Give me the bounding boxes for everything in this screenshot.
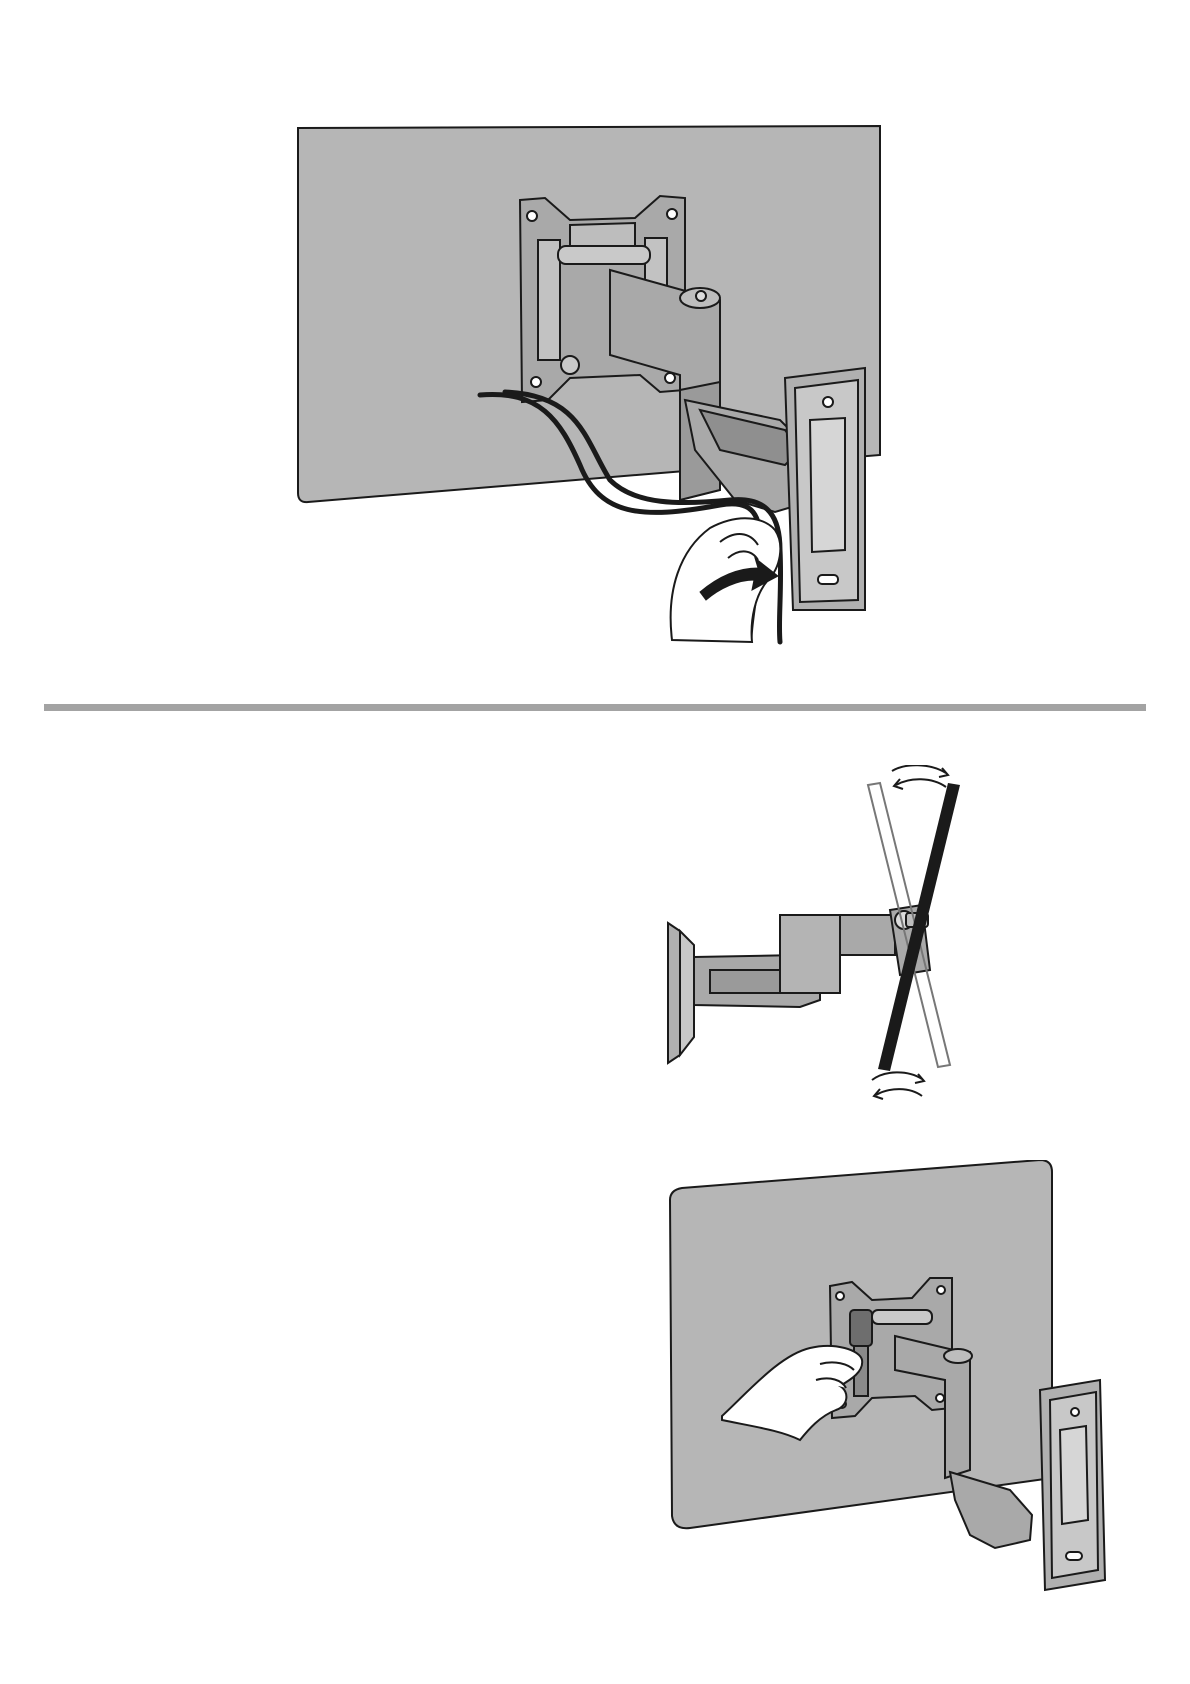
wall-plate: [785, 368, 865, 610]
cable-routing-figure: [280, 120, 940, 700]
section-divider: [44, 704, 1146, 711]
rotation-arrow-top: [892, 765, 948, 789]
wall-plate: [668, 923, 694, 1063]
tilt-knob-illustration: [650, 1160, 1130, 1640]
cable-routing-illustration: [280, 120, 940, 700]
articulating-arm: [694, 915, 895, 1007]
tilt-adjustment-figure: [650, 765, 1010, 1120]
wall-plate: [1040, 1380, 1105, 1590]
tilt-illustration: [650, 765, 1010, 1120]
tilt-knob-figure: [650, 1160, 1130, 1640]
rotation-arrow-bottom: [872, 1072, 924, 1099]
